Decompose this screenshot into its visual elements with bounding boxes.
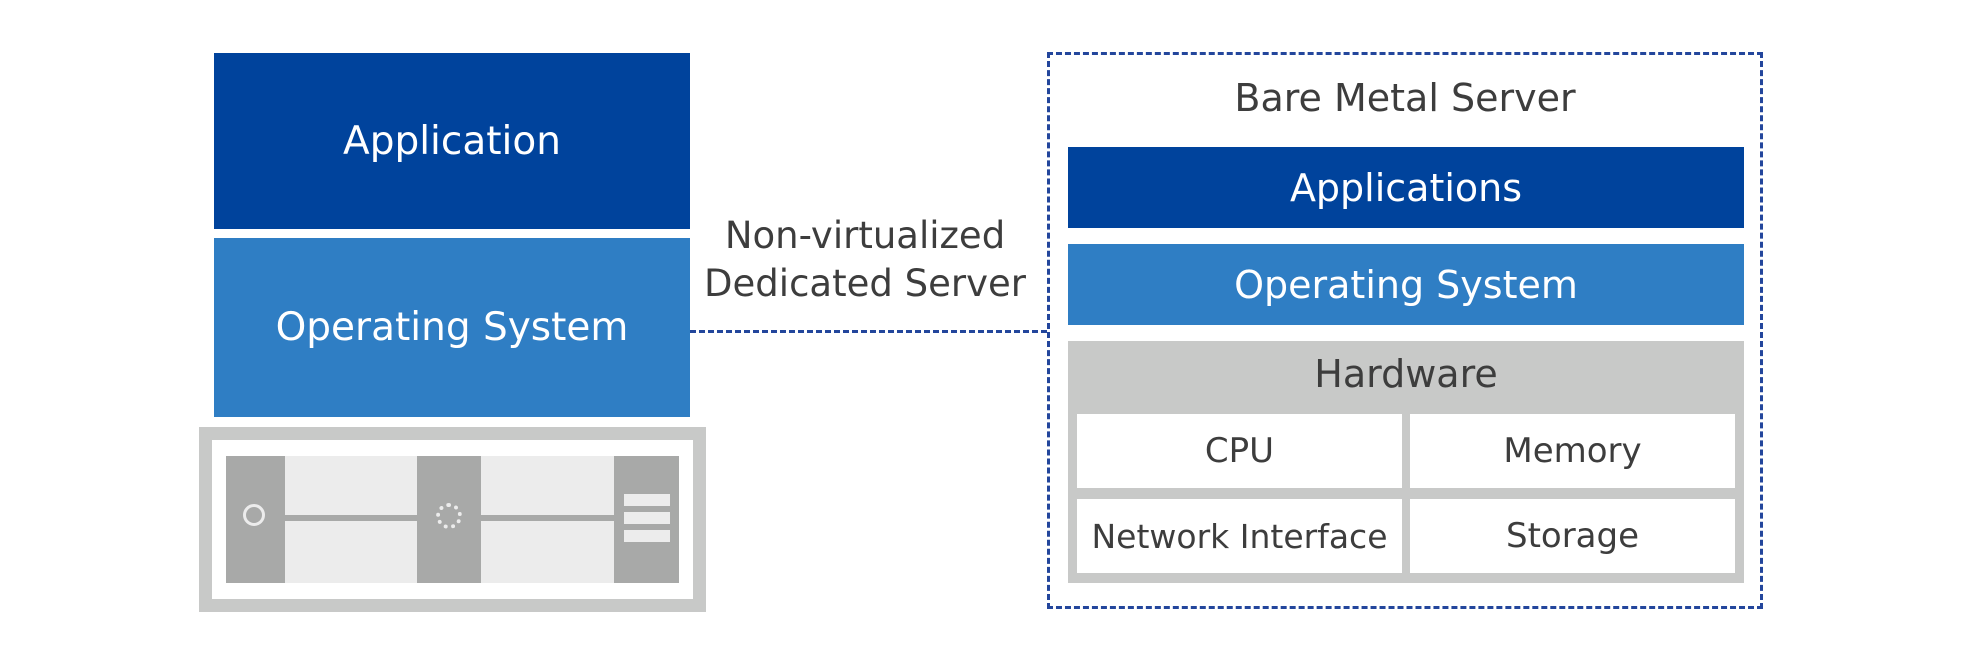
server-vent xyxy=(624,530,670,542)
server-vent xyxy=(624,512,670,524)
server-drive-bay xyxy=(481,456,614,515)
server-fan-knob-icon xyxy=(436,503,462,529)
hardware-memory-cell: Memory xyxy=(1410,414,1735,488)
operating-system-layer: Operating System xyxy=(214,238,690,417)
hardware-cpu-cell: CPU xyxy=(1077,414,1402,488)
bare-metal-server-title: Bare Metal Server xyxy=(1234,76,1576,120)
server-drive-bay xyxy=(285,521,417,583)
applications-layer: Applications xyxy=(1068,147,1744,228)
server-power-knob-icon xyxy=(243,504,265,526)
operating-system-layer-label: Operating System xyxy=(275,305,629,350)
connector-label-line1: Non-virtualized xyxy=(724,214,1006,257)
hardware-network-interface-label: Network Interface xyxy=(1091,516,1388,556)
bare-metal-server-box xyxy=(1047,52,1763,609)
connector-label: Non-virtualized Dedicated Server xyxy=(700,212,1030,308)
server-vent xyxy=(624,494,670,506)
hardware-layer-label: Hardware xyxy=(1314,352,1498,396)
hardware-network-interface-cell: Network Interface xyxy=(1077,499,1402,573)
hardware-cpu-label: CPU xyxy=(1204,431,1275,471)
bare-metal-os-layer: Operating System xyxy=(1068,244,1744,325)
connector-label-line2: Dedicated Server xyxy=(704,262,1026,305)
hardware-storage-cell: Storage xyxy=(1410,499,1735,573)
bare-metal-os-layer-label: Operating System xyxy=(1234,262,1578,307)
applications-layer-label: Applications xyxy=(1289,165,1523,210)
server-drive-bay xyxy=(481,521,614,583)
hardware-storage-label: Storage xyxy=(1505,516,1640,556)
connector-dashed-line xyxy=(690,330,1047,333)
hardware-memory-label: Memory xyxy=(1503,431,1642,471)
application-layer: Application xyxy=(214,53,690,229)
application-layer-label: Application xyxy=(343,118,561,164)
server-drive-bay xyxy=(285,456,417,515)
